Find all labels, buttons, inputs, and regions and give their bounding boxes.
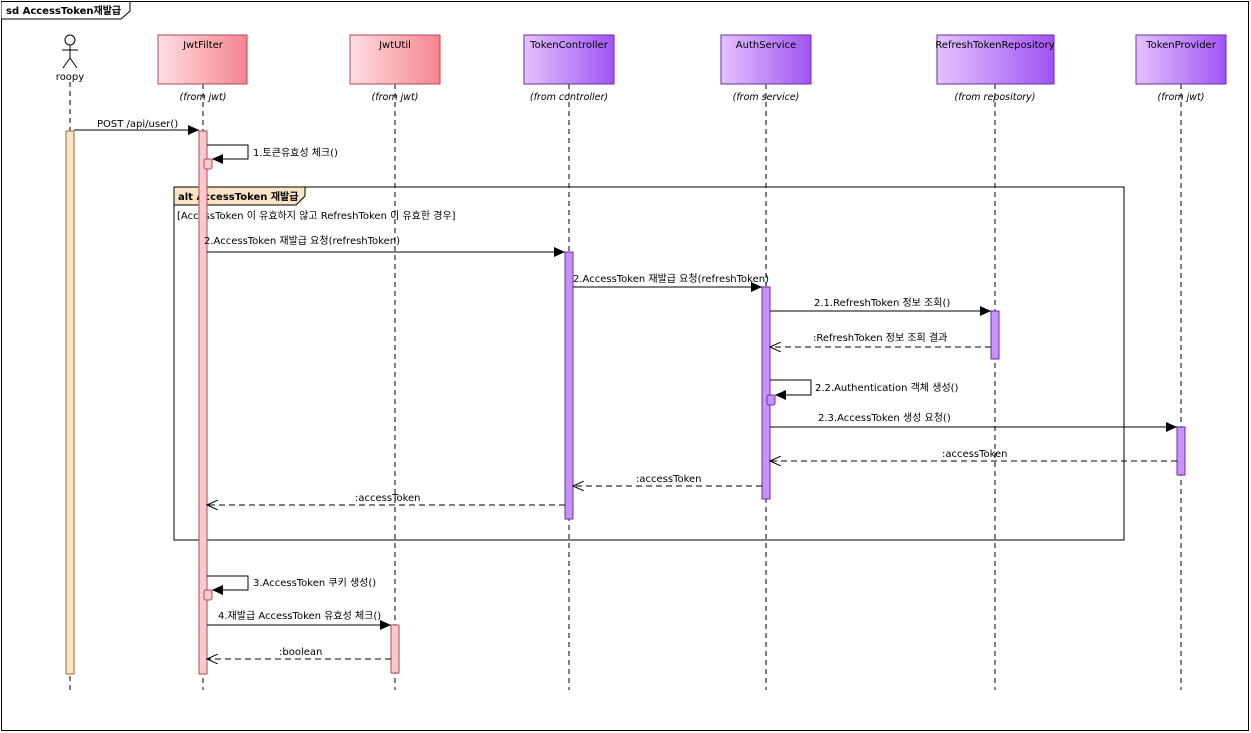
- actor-name: roopy: [56, 72, 84, 83]
- message-arrow-1: [207, 144, 249, 164]
- frame-title: sd AccessToken재발급: [6, 4, 121, 17]
- activation-bars: [65, 130, 1186, 675]
- frame-title-tab: [1, 1, 131, 20]
- message-label: 4.재발급 AccessToken 유효성 체크(): [218, 610, 381, 622]
- alt-guard: [AccessToken 이 유효하지 않고 RefreshToken 이 유효…: [177, 209, 456, 222]
- messages: [74, 125, 1177, 659]
- actor-roopy: [62, 34, 78, 69]
- message-label: 2.2.Authentication 객체 생성(): [815, 382, 959, 394]
- participant-name: RefreshTokenRepository: [935, 40, 1054, 51]
- participant-name: TokenController: [529, 40, 609, 51]
- participant-tokencontroller: TokenController: [523, 34, 615, 85]
- activation-authservice-self: [766, 394, 776, 406]
- activation-jwtutil: [390, 624, 400, 674]
- participant-origin: (from repository): [955, 92, 1036, 103]
- message-label: :boolean: [279, 647, 322, 658]
- activation-roopy: [65, 130, 75, 675]
- alt-fragment: [173, 186, 1125, 541]
- participant-name: AuthService: [736, 40, 796, 51]
- participant-refreshtokenrepository: RefreshTokenRepository: [935, 34, 1055, 85]
- participant-name: JwtUtil: [378, 40, 411, 51]
- activation-refreshtokenrepository: [990, 310, 1000, 360]
- alt-label: alt AccessToken 재발급: [178, 190, 298, 203]
- message-label: 2.AccessToken 재발급 요청(refreshToken): [204, 235, 400, 247]
- message-label: 2.1.RefreshToken 정보 조회(): [814, 297, 950, 309]
- message-label: 3.AccessToken 쿠키 생성(): [253, 577, 376, 589]
- message-label: :accessToken: [942, 449, 1008, 460]
- activation-jwtfilter-self1: [203, 158, 213, 170]
- message-label: 1.토큰유효성 체크(): [253, 147, 338, 159]
- message-arrow-6: [770, 379, 812, 400]
- participant-origin: (from jwt): [180, 92, 227, 103]
- message-label: POST /api/user(): [97, 119, 178, 130]
- message-label: 2.3.AccessToken 생성 요청(): [818, 412, 951, 424]
- message-label: :RefreshToken 정보 조회 결과: [813, 332, 947, 344]
- activation-jwtfilter: [198, 130, 208, 675]
- message-label: :accessToken: [355, 493, 421, 504]
- participant-name: JwtFilter: [182, 40, 224, 51]
- message-arrow-11: [207, 575, 249, 595]
- participant-jwtfilter: JwtFilter: [157, 34, 248, 85]
- message-label: 2.AccessToken 재발급 요청(refreshToken): [573, 273, 769, 285]
- participant-origin: (from service): [733, 92, 800, 103]
- participant-jwtutil: JwtUtil: [349, 34, 441, 85]
- participant-origin: (from jwt): [1158, 92, 1205, 103]
- activation-authservice: [761, 286, 771, 500]
- activation-jwtfilter-self3: [203, 589, 213, 601]
- participant-origin: (from jwt): [372, 92, 419, 103]
- activation-tokenprovider: [1176, 426, 1186, 476]
- message-label: :accessToken: [636, 474, 702, 485]
- activation-tokencontroller: [564, 251, 574, 520]
- participant-tokenprovider: TokenProvider: [1135, 34, 1227, 85]
- actor-head-icon: [64, 34, 76, 46]
- participant-name: TokenProvider: [1145, 40, 1217, 51]
- participant-origin: (from controller): [530, 92, 608, 103]
- participant-authservice: AuthService: [720, 34, 812, 85]
